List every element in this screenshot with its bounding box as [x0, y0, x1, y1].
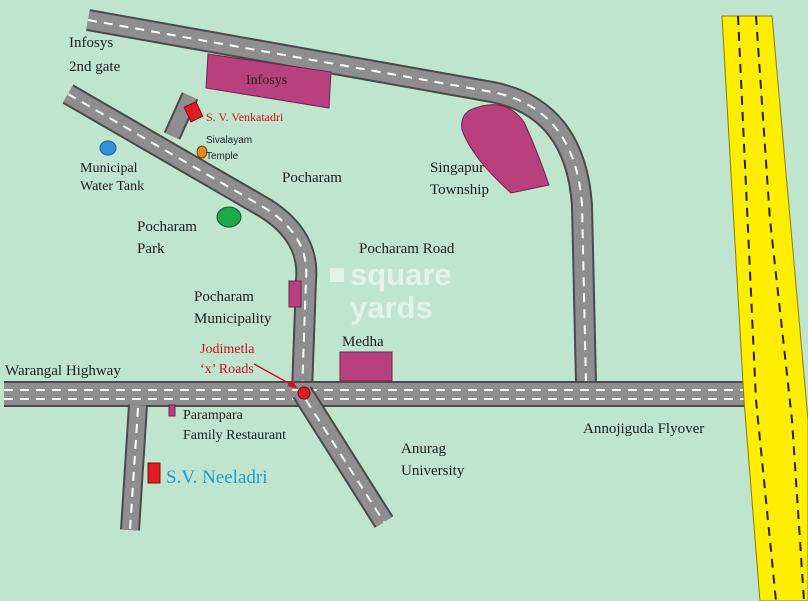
label-anurag-university-line1: Anurag: [401, 441, 446, 457]
map-labels: Infosys 2nd gate Infosys S. V. Venkatadr…: [5, 35, 704, 488]
label-sivalayam-temple-line1: Sivalayam: [206, 135, 252, 146]
annojiguda-flyover-road: [721, 15, 808, 601]
sv-venkatadri-marker: [183, 101, 204, 123]
parampara-restaurant-marker: [168, 404, 176, 417]
label-sivalayam-temple-line2: Temple: [206, 151, 239, 162]
label-pocharam-municipality-line1: Pocharam: [194, 289, 254, 305]
label-parampara-line1: Parampara: [183, 408, 244, 423]
label-municipal-water-tank-line1: Municipal: [80, 161, 138, 176]
label-singapur-township-line1: Singapur: [430, 160, 484, 176]
label-jodimetla-line1: Jodimetla: [200, 342, 255, 357]
label-medha: Medha: [342, 334, 384, 350]
label-infosys: Infosys: [246, 73, 287, 88]
junction-marker-icon: [297, 386, 311, 400]
pocharam-municipality-building: [288, 280, 302, 308]
label-parampara-line2: Family Restaurant: [183, 428, 286, 443]
label-infosys-2nd-gate-line2: 2nd gate: [69, 59, 121, 75]
roads: [4, 9, 746, 531]
water-tank-icon: [99, 140, 117, 156]
label-anurag-university-line2: University: [401, 463, 465, 479]
road-pocharam: [62, 84, 318, 393]
label-pocharam-municipality-line2: Municipality: [194, 311, 272, 327]
label-jodimetla-line2: ‘x’ Roads: [200, 362, 254, 377]
label-singapur-township-line2: Township: [430, 182, 489, 198]
road-venkatadri-spur: [163, 92, 199, 140]
sv-neeladri-marker: [147, 462, 161, 484]
watermark-square-icon: [330, 268, 344, 282]
label-pocharam-park-line1: Pocharam: [137, 219, 197, 235]
label-municipal-water-tank-line2: Water Tank: [80, 179, 144, 194]
infosys-building: [205, 53, 332, 109]
label-infosys-2nd-gate-line1: Infosys: [69, 35, 113, 51]
watermark: square yards: [330, 257, 452, 325]
jodimetla-pointer-arrow: [253, 363, 298, 389]
park-icon: [216, 206, 242, 228]
watermark-line-1: square: [350, 257, 452, 292]
label-pocharam: Pocharam: [282, 170, 342, 186]
road-infosys-loop: [86, 9, 597, 385]
label-pocharam-park-line2: Park: [137, 241, 165, 257]
watermark-line-2: yards: [350, 290, 433, 325]
road-anurag: [292, 386, 394, 528]
medha-building: [339, 351, 393, 382]
road-neeladri: [120, 404, 148, 531]
temple-icon: [196, 145, 208, 159]
road-warangal-highway: [4, 381, 746, 407]
label-pocharam-road: Pocharam Road: [359, 241, 455, 257]
singapur-township-area: [461, 104, 550, 194]
label-sv-venkatadri: S. V. Venkatadri: [206, 110, 284, 124]
label-warangal-highway: Warangal Highway: [5, 363, 121, 379]
label-sv-neeladri: S.V. Neeladri: [166, 467, 268, 488]
label-annojiguda-flyover: Annojiguda Flyover: [583, 421, 704, 437]
